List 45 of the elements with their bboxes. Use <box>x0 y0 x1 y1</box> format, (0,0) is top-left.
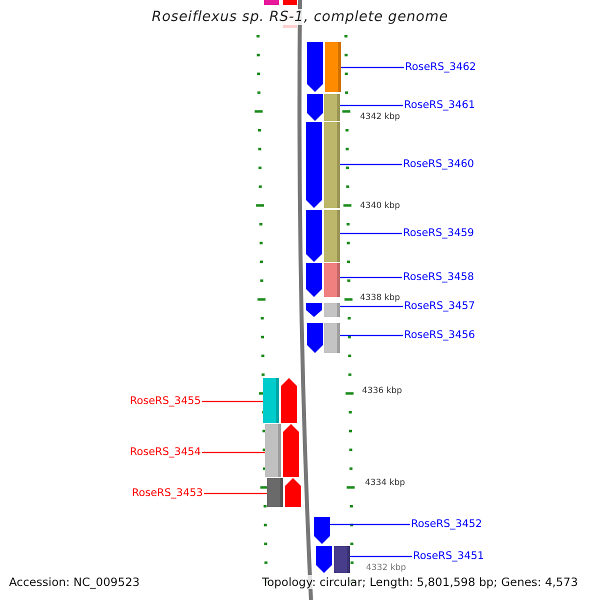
leader-line <box>202 452 265 454</box>
gene-label: RoseRS_3452 <box>411 518 482 531</box>
gene-label: RoseRS_3461 <box>404 99 476 112</box>
gene-feature <box>307 323 340 353</box>
gene-feature <box>306 263 340 297</box>
scale-label: 4332 kbp <box>366 563 406 574</box>
genome-info-text: Accession: NC_009523 <box>9 575 140 589</box>
gene-feature <box>306 303 340 317</box>
leader-line <box>340 306 403 308</box>
leader-line <box>341 66 404 68</box>
leader-line <box>340 334 403 336</box>
gene-label: RoseRS_3456 <box>404 329 476 342</box>
leader-line <box>204 492 267 494</box>
gene-label: RoseRS_3453 <box>132 487 203 500</box>
gene-label: RoseRS_3454 <box>130 446 201 459</box>
gene-label: RoseRS_3462 <box>405 61 476 74</box>
scale-label: 4342 kbp <box>360 112 400 123</box>
gene-feature <box>263 378 297 423</box>
gene-label: RoseRS_3455 <box>130 395 201 408</box>
scale-label: 4338 kbp <box>360 293 400 304</box>
scale-label: 4340 kbp <box>360 201 400 212</box>
leader-line <box>340 276 402 278</box>
gene-label: RoseRS_3458 <box>403 271 474 284</box>
gene-feature <box>314 517 330 544</box>
gene-feature <box>307 42 341 92</box>
gene-feature <box>306 122 340 208</box>
gene-feature <box>307 94 340 121</box>
leader-line <box>202 400 263 402</box>
gene-feature <box>316 546 350 573</box>
gene-feature <box>265 424 299 477</box>
gene-feature <box>267 478 301 507</box>
leader-line <box>340 164 402 166</box>
map-title: Roseiflexus sp. RS-1, complete genome <box>150 9 450 25</box>
gene-label: RoseRS_3460 <box>403 158 474 171</box>
scale-label: 4334 kbp <box>365 478 406 489</box>
gene-label: RoseRS_3457 <box>404 300 476 313</box>
genome-info-text: Topology: circular; Length: 5,801,598 bp; Genes: 4,573 <box>262 575 578 589</box>
scale-label: 4336 kbp <box>362 386 402 397</box>
gene-feature <box>306 210 340 262</box>
leader-line <box>340 104 403 106</box>
leader-line <box>340 232 402 234</box>
gene-label: RoseRS_3459 <box>403 227 474 240</box>
leader-line <box>350 556 412 558</box>
gene-label: RoseRS_3451 <box>413 550 484 563</box>
leader-line <box>330 524 410 526</box>
